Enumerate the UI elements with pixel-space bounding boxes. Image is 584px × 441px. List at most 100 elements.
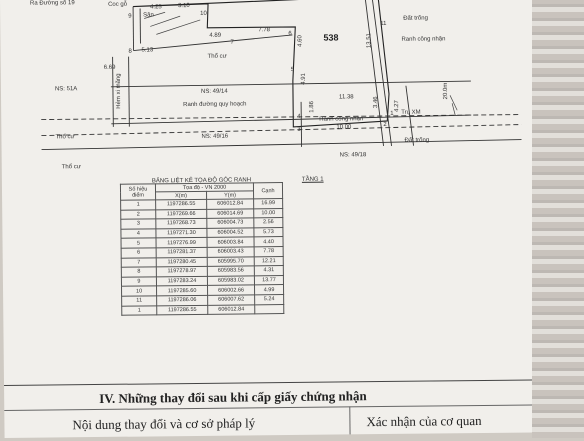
table-cell: 605983.56 [207, 266, 254, 276]
point-marker: 7 [230, 40, 233, 46]
change-content-header: Nội dung thay đổi và cơ sở pháp lý [72, 415, 255, 433]
residential-land-label: Thổ cư [208, 54, 227, 60]
table-cell: 606003.43 [207, 247, 254, 257]
table-cell: 1197286.06 [157, 295, 208, 305]
table-cell: 1197285.60 [157, 286, 208, 296]
cement-alley-label: Hẻm xi măng [116, 73, 122, 108]
table-cell: 1197271.30 [156, 228, 207, 238]
table-cell: 606003.84 [207, 237, 254, 247]
road-name-label: Ra Đường số 19 [30, 0, 75, 6]
table-cell: 5.24 [255, 294, 284, 304]
table-cell: 2 [121, 209, 156, 219]
recognized-boundary-label: Ranh công nhận [319, 116, 363, 122]
dimension-label: 11.38 [339, 94, 354, 100]
table-cell: 606004.52 [207, 228, 254, 238]
coordinate-table: Số hiệu điểm Tọa độ - VN 2000 Cạnh X(m) … [120, 182, 284, 316]
planned-road-boundary-label: Ranh đường quy hoạch [183, 101, 246, 108]
dimension-label: 4.89 [209, 33, 221, 39]
table-cell: 606012.84 [208, 304, 255, 314]
dimension-label: 1.86 [309, 101, 315, 113]
table-cell: 1197281.37 [156, 247, 207, 257]
residential-land-label: Thổ cư [55, 134, 74, 140]
table-cell: 1197286.55 [156, 199, 207, 209]
table-cell: 4.31 [254, 266, 283, 276]
table-cell: 606002.66 [208, 285, 255, 295]
neighbor-house-label: NS: 49/16 [201, 134, 228, 140]
dimension-label: 6.69 [104, 65, 116, 71]
table-cell: 3 [121, 219, 156, 229]
point-marker: 8 [129, 49, 132, 55]
certificate-page: Ra Đường số 19 Coc gỗ Sân 4.25 3.10 4.89… [0, 0, 545, 438]
table-cell: 1197278.97 [156, 267, 207, 277]
table-cell: 606012.84 [207, 199, 254, 209]
table-cell: 5 [121, 238, 156, 248]
table-cell: 5.73 [254, 227, 283, 237]
dimension-label: 20.0m [443, 83, 449, 100]
wooden-stake-label: Coc gỗ [108, 2, 127, 8]
table-cell: 16.99 [254, 199, 283, 209]
dimension-label: 10.00 [336, 124, 351, 130]
table-cell: 606004.73 [207, 218, 254, 228]
section-title: IV. Những thay đổi sau khi cấp giấy chứn… [99, 388, 367, 407]
table-cell: 606014.69 [207, 208, 254, 218]
dimension-label: 3.46 [373, 96, 379, 108]
table-cell: 1 [122, 305, 157, 315]
point-marker: 5 [291, 67, 294, 73]
floor-label: TẦNG 1 [302, 177, 324, 183]
background-fabric [532, 0, 584, 438]
table-cell: 605995.70 [207, 256, 254, 266]
table-cell: 2.56 [254, 218, 283, 228]
table-cell: 1197269.66 [156, 209, 207, 219]
vacant-land-label: Đất trống [403, 16, 428, 22]
point-marker: 3 [297, 127, 300, 133]
table-cell: 4.40 [254, 237, 283, 247]
dimension-label: 13.51 [366, 33, 372, 48]
dimension-label: 5.13 [142, 47, 154, 53]
table-cell: 4 [121, 229, 156, 239]
table-cell: 606007.62 [208, 295, 255, 305]
neighbor-house-label: NS: 49/18 [340, 152, 367, 158]
table-cell: 10 [122, 286, 157, 296]
vacant-land-label: Đất trống [404, 138, 429, 144]
table-cell: 605983.02 [207, 276, 254, 286]
point-marker: 9 [128, 14, 131, 20]
residential-land-label: Thổ cư [62, 164, 81, 170]
concrete-pillar-label: Trụ XM [401, 110, 421, 116]
column-header: Số hiệu điểm [120, 184, 155, 200]
dimension-label: 3.10 [178, 3, 190, 9]
site-plan-drawing [0, 0, 542, 170]
yard-label: Sân [143, 12, 154, 18]
table-cell: 1197280.45 [156, 257, 207, 267]
table-cell: 8 [121, 267, 156, 277]
dimension-label: 4.25 [150, 4, 162, 10]
table-cell: 1197268.73 [156, 219, 207, 229]
point-marker: 6 [288, 31, 291, 37]
neighbor-house-label: NS: 49/14 [201, 89, 228, 95]
dimension-label: 4.91 [301, 73, 307, 85]
table-cell: 7.78 [254, 247, 283, 257]
table-cell: 12.21 [254, 256, 283, 266]
dimension-label: 4.27 [394, 100, 400, 112]
dimension-label: 7.78 [258, 27, 270, 33]
table-cell: 4.99 [255, 285, 284, 295]
point-marker: 10 [200, 11, 207, 17]
table-cell: 7 [121, 257, 156, 267]
point-marker: 1 [390, 111, 393, 117]
table-cell: 10.00 [254, 208, 283, 218]
dimension-label: 4.60 [297, 35, 303, 47]
authority-confirmation-header: Xác nhận của cơ quan [366, 413, 481, 430]
lot-number: 538 [323, 33, 338, 42]
table-cell: 6 [121, 248, 156, 258]
point-marker: 2 [383, 122, 386, 128]
table-cell: 13.77 [254, 275, 283, 285]
table-cell: 1197283.24 [156, 276, 207, 286]
point-marker: 11 [380, 21, 386, 27]
table-cell: 1197276.99 [156, 238, 207, 248]
table-cell [255, 304, 284, 314]
column-header: Cạnh [253, 183, 282, 199]
table-cell: 9 [121, 277, 156, 287]
neighbor-house-label: NS: 51A [55, 86, 77, 92]
point-marker: 4 [297, 114, 300, 120]
table-cell: 1 [121, 200, 156, 210]
